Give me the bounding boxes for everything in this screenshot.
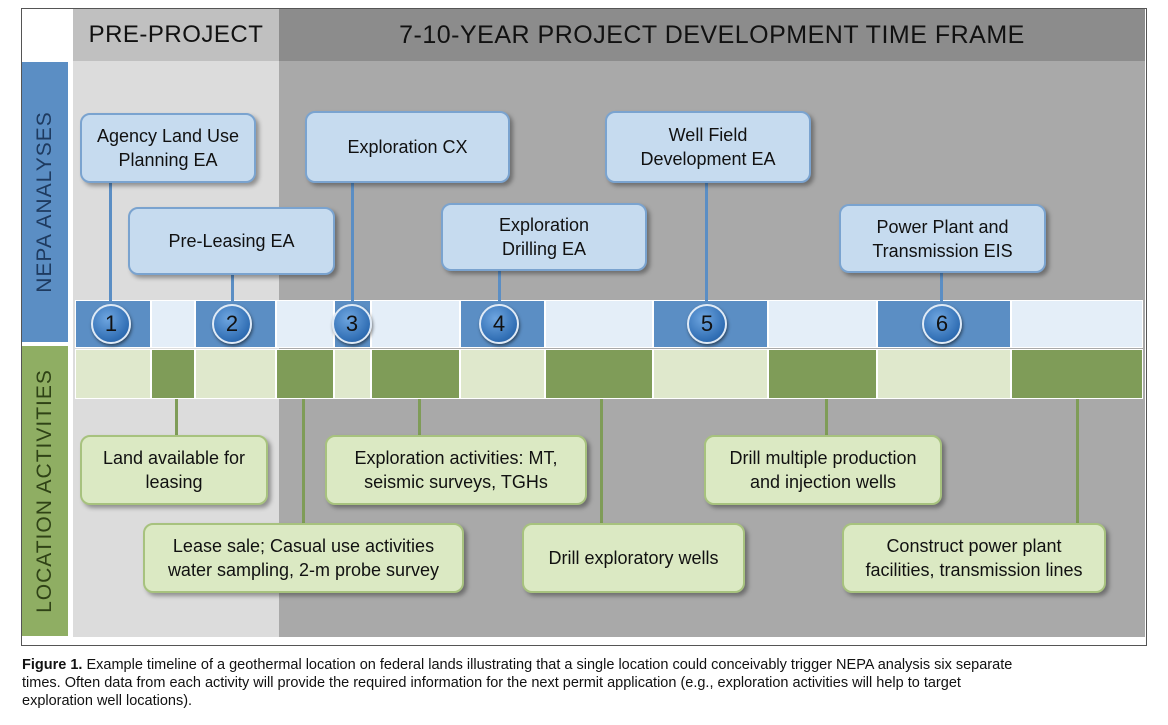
connector-line [109,178,112,308]
connector-line [940,270,943,308]
nepa-box-label: Exploration Drilling EA [498,215,590,259]
nepa-box-label: Pre-Leasing EA [168,231,295,251]
activity-box-construct-power-plant: Construct power plant facilities, transm… [842,523,1106,593]
activity-box-lease-sale: Lease sale; Casual use activities water … [143,523,464,593]
nepa-box-agency-land-use: Agency Land Use Planning EA [80,113,256,183]
connector-line [705,182,708,308]
activity-timeline-segment [545,349,653,399]
location-activities-side-label: LOCATION ACTIVITIES [22,346,68,636]
activity-box-land-available: Land available for leasing [80,435,268,505]
nepa-box-label: Agency Land Use Planning EA [96,126,240,170]
nepa-box-well-field: Well Field Development EA [605,111,811,183]
step-circle-5: 5 [687,304,727,344]
connector-line [302,399,305,526]
connector-line [351,182,354,308]
connector-line [600,399,603,526]
activity-box-drill-production: Drill multiple production and injection … [704,435,942,505]
step-circle-3: 3 [332,304,372,344]
activity-box-label: Construct power plant facilities, transm… [865,536,1083,580]
nepa-box-power-plant: Power Plant and Transmission EIS [839,204,1046,273]
connector-line [1076,399,1079,526]
figure-caption: Figure 1. Example timeline of a geotherm… [22,656,1022,710]
connector-line [418,399,421,439]
nepa-timeline-segment [545,300,653,348]
nepa-box-exploration-drilling: Exploration Drilling EA [441,203,647,271]
connector-line [498,268,501,308]
activity-timeline-segment [460,349,545,399]
nepa-box-label: Power Plant and Transmission EIS [872,216,1013,261]
nepa-box-exploration-cx: Exploration CX [305,111,510,183]
activity-timeline-segment [195,349,276,399]
nepa-box-pre-leasing: Pre-Leasing EA [128,207,335,275]
connector-line [231,272,234,308]
nepa-box-label: Well Field Development EA [640,125,776,169]
step-circle-2: 2 [212,304,252,344]
activity-box-label: Drill multiple production and injection … [729,448,917,492]
activity-box-label: Drill exploratory wells [548,548,719,568]
nepa-timeline-segment [276,300,334,348]
activity-timeline-segment [75,349,151,399]
step-circle-4: 4 [479,304,519,344]
nepa-timeline-segment [151,300,195,348]
nepa-timeline-segment [768,300,877,348]
location-activities-label: LOCATION ACTIVITIES [33,369,56,613]
nepa-timeline-segment [371,300,460,348]
nepa-analyses-side-label: NEPA ANALYSES [22,62,68,342]
activity-timeline-segment [371,349,460,399]
timeframe-header: 7-10-YEAR PROJECT DEVELOPMENT TIME FRAME [279,9,1145,61]
activity-box-label: Lease sale; Casual use activities water … [167,536,440,580]
activity-timeline-segment [877,349,1011,399]
activity-box-exploration-activities: Exploration activities: MT, seismic surv… [325,435,587,505]
activity-box-drill-exploratory: Drill exploratory wells [522,523,745,593]
activity-timeline-segment [276,349,334,399]
activity-timeline-segment [1011,349,1143,399]
activity-box-label: Land available for leasing [102,448,246,492]
connector-line [175,399,178,439]
nepa-box-label: Exploration CX [347,137,468,157]
activity-box-label: Exploration activities: MT, seismic surv… [354,448,558,492]
pre-project-header: PRE-PROJECT [73,9,279,61]
connector-line [825,399,828,439]
caption-text: Example timeline of a geothermal locatio… [22,657,1013,709]
caption-label: Figure 1. [22,657,83,673]
activity-timeline-segment [768,349,877,399]
activity-timeline-segment [653,349,768,399]
step-circle-6: 6 [922,304,962,344]
nepa-timeline-segment [1011,300,1143,348]
activity-timeline-segment [151,349,195,399]
activity-timeline-segment [334,349,371,399]
step-circle-1: 1 [91,304,131,344]
nepa-analyses-label: NEPA ANALYSES [33,111,56,293]
